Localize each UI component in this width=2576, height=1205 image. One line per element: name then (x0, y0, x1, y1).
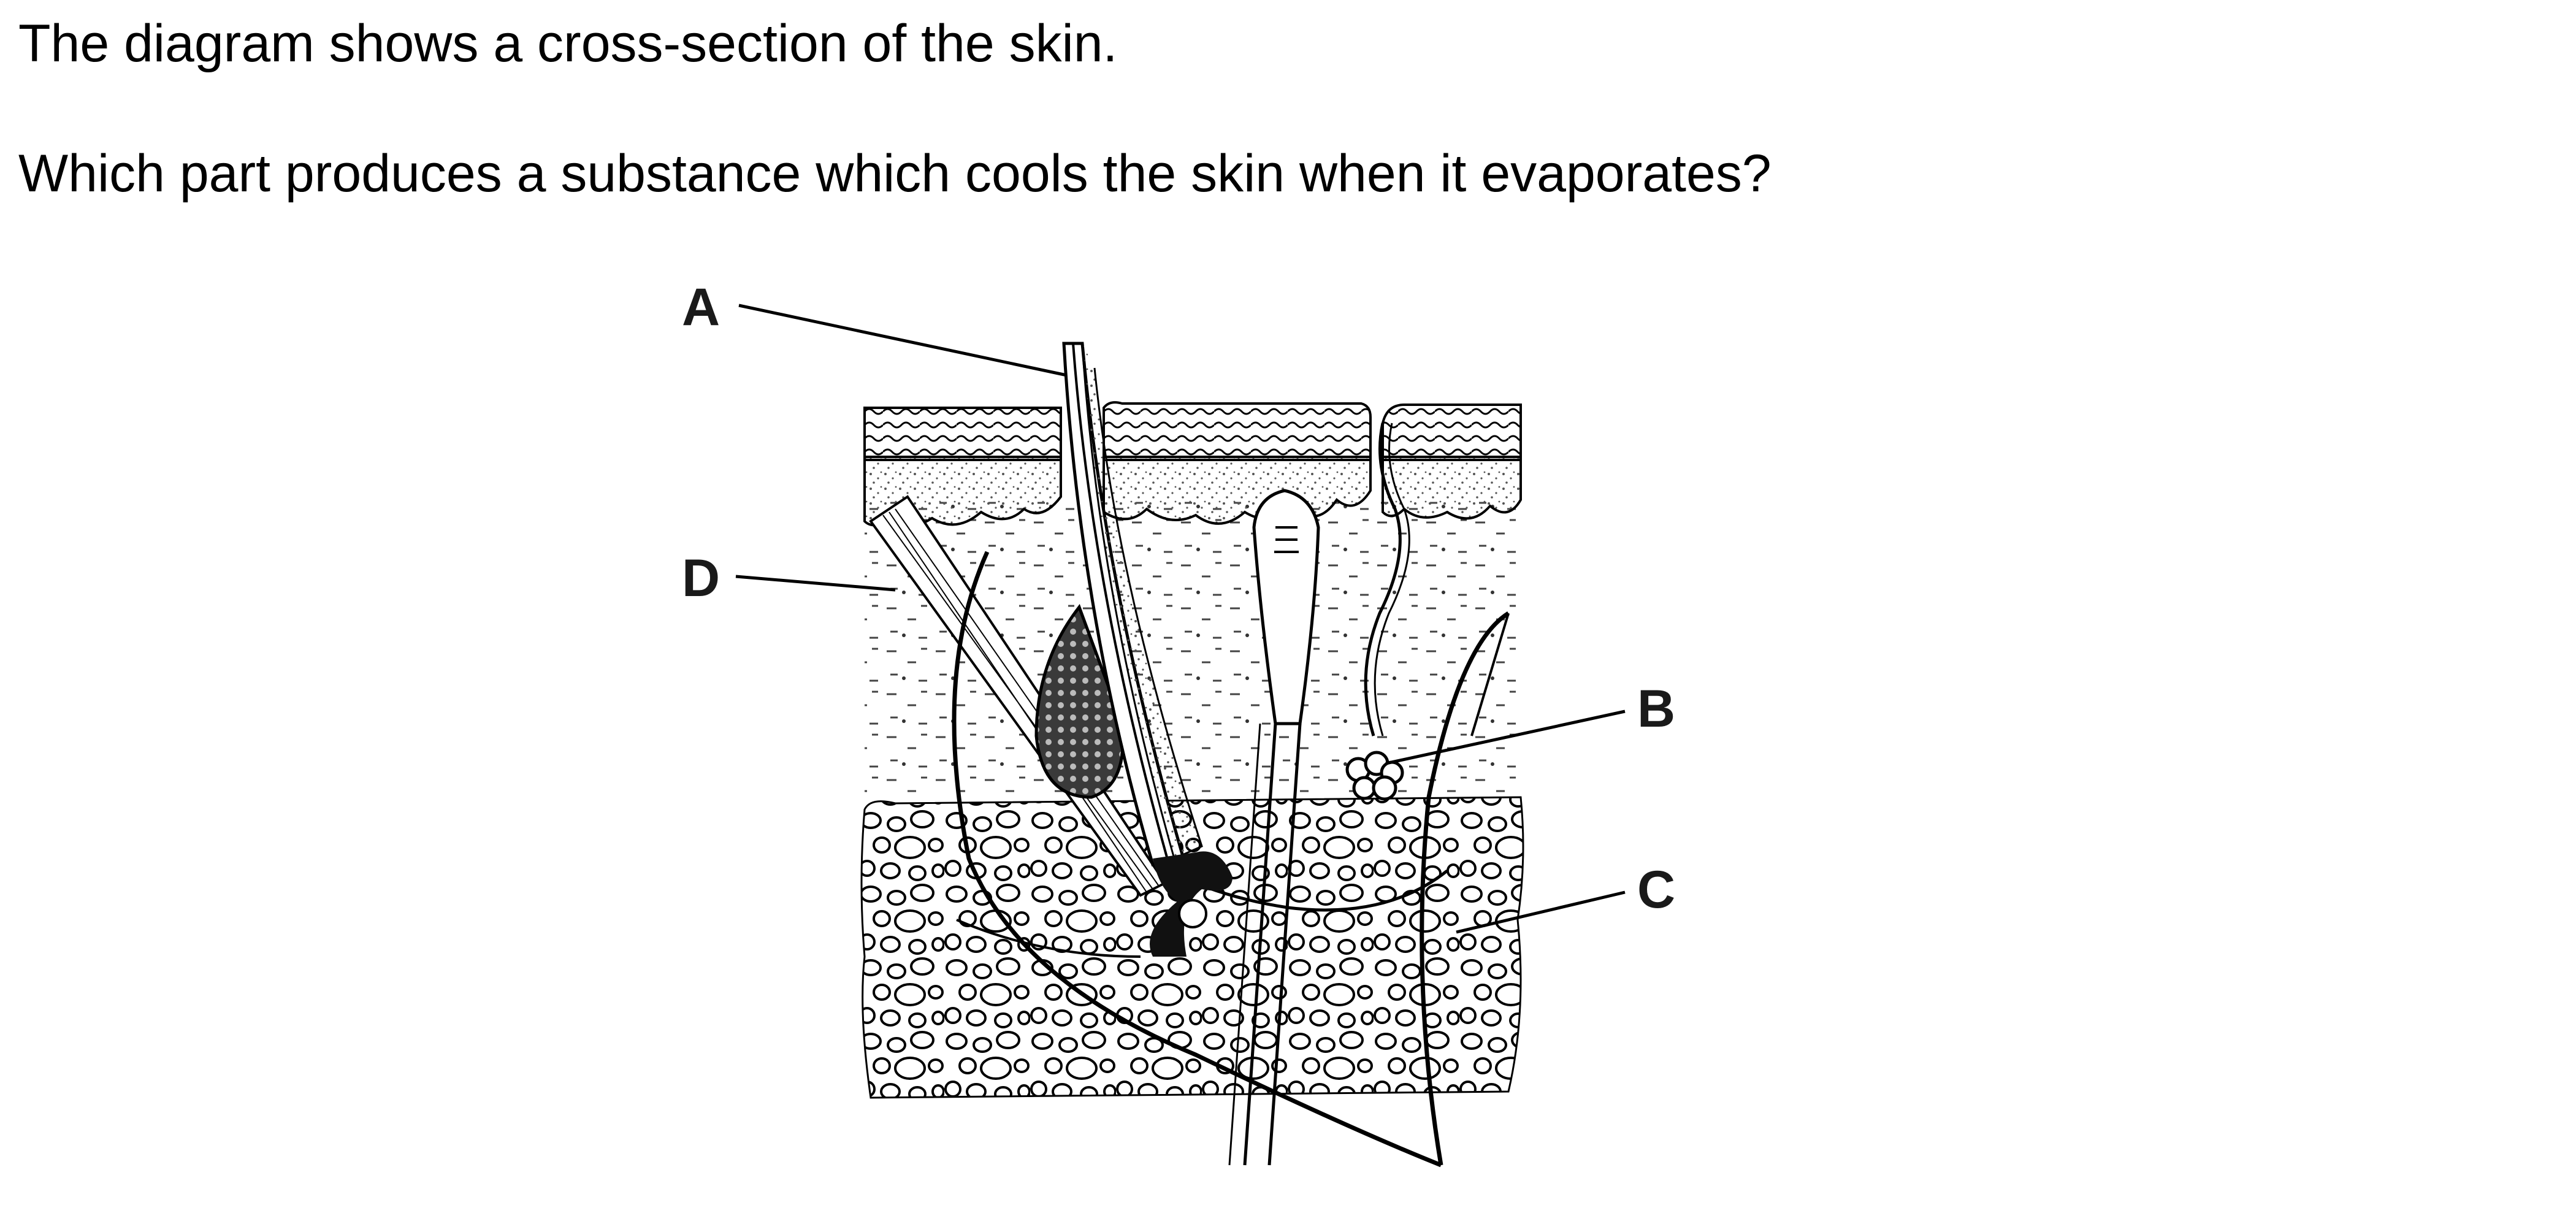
label-c: C (1456, 860, 1675, 934)
label-d-text: D (682, 549, 720, 608)
label-b-text: B (1637, 679, 1675, 738)
sensory-receptor (1228, 489, 1320, 1166)
intro-text: The diagram shows a cross-section of the… (18, 14, 1118, 73)
dermis-layer (865, 497, 1521, 809)
hair-follicle (1062, 342, 1233, 957)
blood-vessel (952, 551, 1510, 1168)
label-c-text: C (1637, 860, 1675, 919)
question-text: Which part produces a substance which co… (18, 144, 1771, 203)
label-a: A (682, 278, 1068, 377)
epidermis-layer (863, 456, 1522, 529)
label-a-text: A (682, 278, 720, 337)
label-d: D (682, 549, 896, 608)
skin-surface (863, 401, 1522, 461)
sebaceous-gland (1034, 603, 1125, 799)
label-b: B (1385, 679, 1675, 765)
